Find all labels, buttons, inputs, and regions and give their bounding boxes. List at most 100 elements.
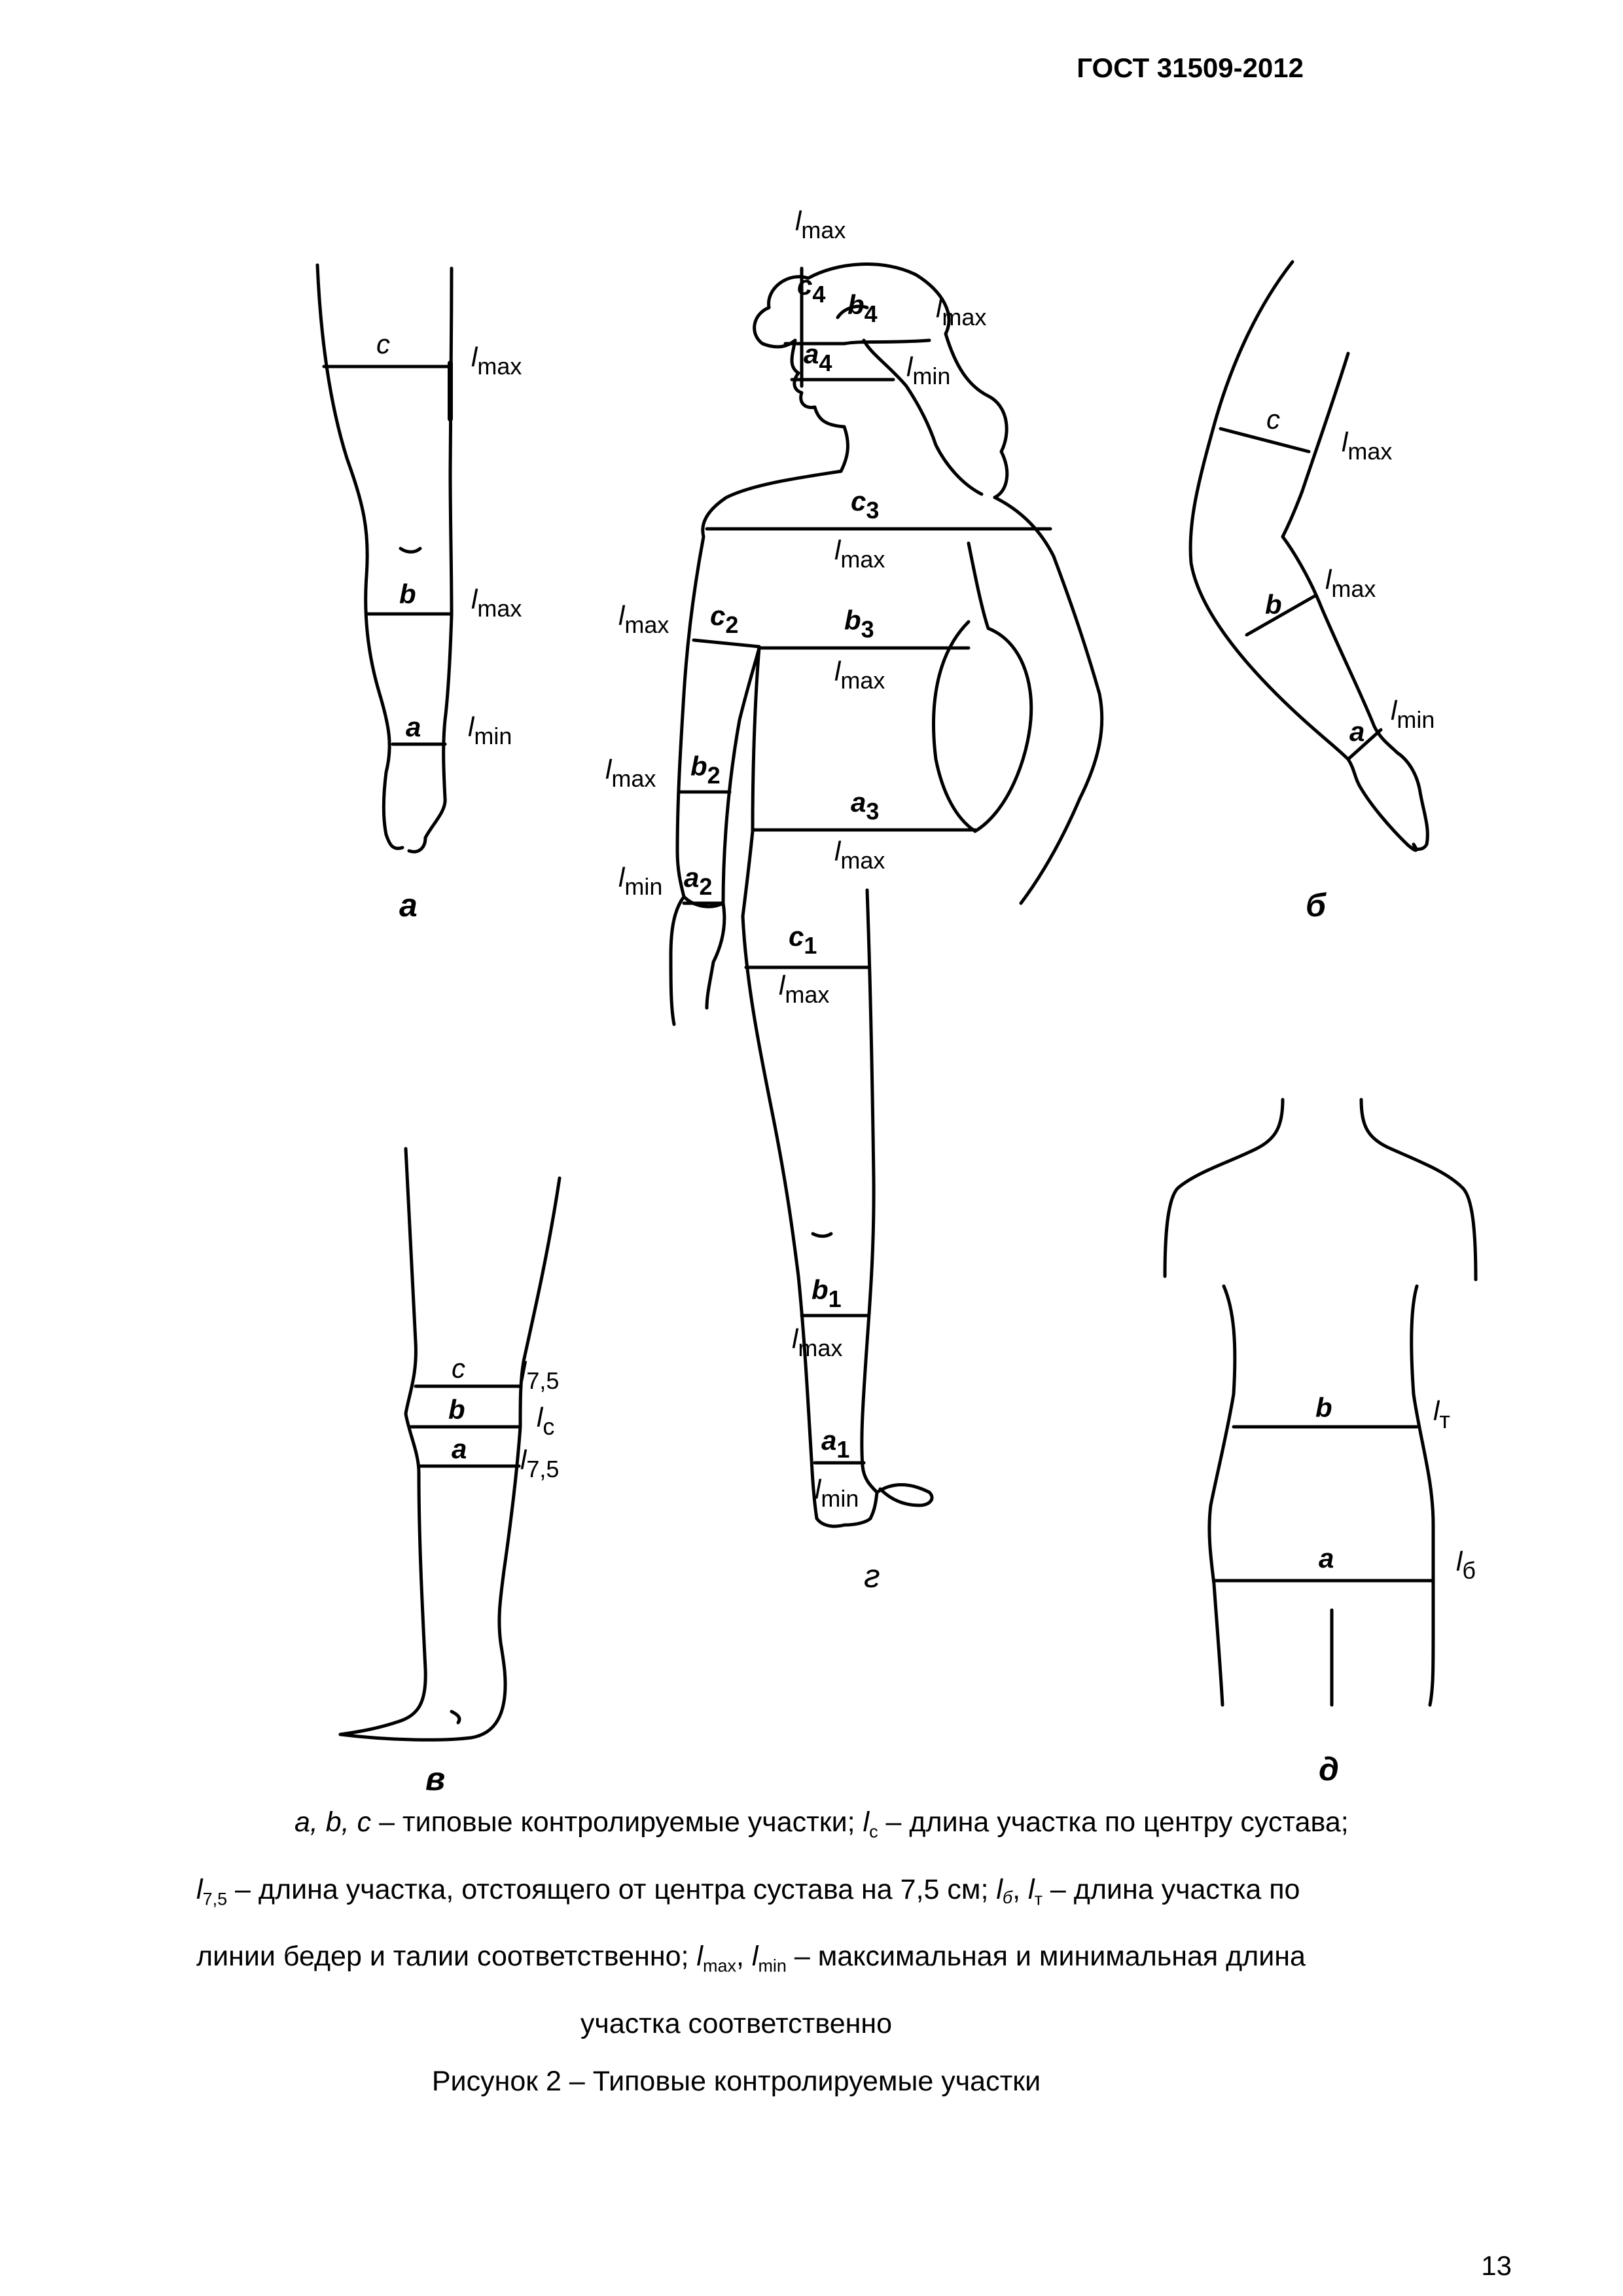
body-g-c2: c2 <box>710 600 738 638</box>
arm-b-hand <box>1359 751 1429 852</box>
panel-label-g: г <box>864 1558 880 1594</box>
body-g-lmax-b2: lmax <box>605 754 656 792</box>
knee-v-l75-bottom: l7,5 <box>520 1444 559 1482</box>
body-g-c1: c1 <box>789 921 817 959</box>
torso-d-label-a: a <box>1319 1543 1334 1573</box>
torso-d-lt: lт <box>1433 1395 1450 1433</box>
body-g-left-foot <box>815 1516 872 1528</box>
leg-a-lmin: lmin <box>468 711 512 749</box>
arm-b-outline-outer <box>1188 260 1363 791</box>
torso-d-left-side <box>1207 1284 1237 1707</box>
body-g-line-c2 <box>692 638 761 649</box>
panel-label-d: д <box>1319 1751 1339 1787</box>
panel-label-b: б <box>1306 887 1327 924</box>
caption-text: , <box>736 1941 752 1973</box>
body-g-buttock-curve <box>932 620 977 833</box>
caption-text: – длина участка по центру сустава; <box>878 1806 1349 1838</box>
body-g-b1: b1 <box>812 1274 842 1312</box>
caption-text: , <box>1012 1873 1029 1905</box>
body-g-right-shoulder-arm <box>993 495 1104 905</box>
leg-a-label-c: c <box>376 329 390 359</box>
torso-d-shoulders-left <box>1163 1098 1285 1278</box>
body-g-lmax-c1: lmax <box>779 970 829 1008</box>
leg-a-label-b: b <box>399 579 416 609</box>
caption-text: – длина участка по <box>1042 1873 1300 1905</box>
body-g-hair-inner <box>862 338 984 496</box>
body-g-line-b4 <box>842 338 931 346</box>
knee-v-outline-left <box>338 1147 427 1736</box>
caption-sub: т <box>1034 1889 1043 1909</box>
body-g-face-curve <box>836 304 869 319</box>
arm-b-label-b: b <box>1265 589 1282 620</box>
body-g-left-leg-outer <box>741 914 819 1520</box>
caption-line-4: участка соответственно <box>580 2007 893 2039</box>
caption-sub: max <box>702 1956 736 1976</box>
knee-v-l75-top: l7,5 <box>520 1356 559 1394</box>
knee-v-label-b: b <box>448 1394 465 1425</box>
caption-sub: 7,5 <box>202 1889 228 1909</box>
body-g-head <box>753 275 849 473</box>
body-g-lmin-a4: lmin <box>906 351 950 389</box>
torso-d-label-b: b <box>1315 1392 1332 1423</box>
body-g-lmax-c3: lmax <box>834 535 885 573</box>
knee-v-outline-right <box>338 1176 562 1742</box>
arm-b-label-a: a <box>1349 716 1364 747</box>
caption-symbol-l: l <box>996 1873 1003 1905</box>
caption-symbol-l: l <box>863 1806 870 1838</box>
panel-d-torso <box>1163 1098 1478 1707</box>
caption-line-3: линии бедер и талии соответственно; lmax… <box>196 1928 1440 1995</box>
body-g-b4: b4 <box>847 289 878 327</box>
leg-a-outline-right <box>423 266 454 840</box>
body-g-torso-left <box>741 646 761 918</box>
caption-sub: c <box>869 1821 878 1842</box>
leg-a-lmax1: lmax <box>471 342 522 380</box>
figure-caption: a, b, c – типовые контролируемые участки… <box>196 1793 1440 2110</box>
figure-2-drawing: c lmax b lmax a lmin а c lmax b lmax a l… <box>315 206 1478 1793</box>
arm-b-line-a <box>1346 728 1383 761</box>
body-g-lmax-b1: lmax <box>792 1323 842 1361</box>
panel-label-a: а <box>399 887 418 924</box>
body-g-left-leg-inner <box>860 888 879 1520</box>
arm-b-line-c <box>1219 427 1311 454</box>
knee-v-lc: lc <box>537 1402 554 1440</box>
caption-text: – типовые контролируемые участки; <box>371 1806 863 1838</box>
panel-v-knee <box>338 1147 562 1742</box>
leg-a-knee-mark <box>399 547 422 554</box>
leg-a-foot <box>384 833 427 853</box>
panel-a-leg <box>315 263 454 853</box>
body-g-right-arm-inner <box>967 541 1033 833</box>
body-g-lmin-a2: lmin <box>618 862 662 900</box>
torso-d-shoulders-right <box>1359 1098 1478 1282</box>
arm-b-lmin: lmin <box>1391 695 1435 733</box>
document-code: ГОСТ 31509-2012 <box>1077 52 1304 83</box>
body-g-lmin-a1: lmin <box>815 1474 859 1512</box>
body-g-a4: a4 <box>804 338 832 376</box>
body-g-right-leg <box>875 1482 934 1507</box>
body-g-c3: c3 <box>851 486 879 524</box>
caption-text: – длина участка, отстоящего от центра су… <box>227 1873 997 1905</box>
body-g-left-arm-inner <box>721 646 761 905</box>
caption-symbol-l: l <box>1028 1873 1035 1905</box>
body-g-left-shoulder-arm <box>669 469 843 1026</box>
caption-symbol-l: l <box>196 1873 203 1905</box>
arm-b-outline-inner <box>1281 351 1399 755</box>
torso-d-right-side <box>1410 1284 1435 1707</box>
leg-a-label-a: a <box>406 711 421 742</box>
body-g-hair <box>806 262 1009 499</box>
body-g-left-hand <box>682 895 726 1010</box>
figure-title: Рисунок 2 – Типовые контролируемые участ… <box>431 2065 1041 2097</box>
panel-label-v: в <box>425 1761 445 1793</box>
arm-b-lmax2: lmax <box>1325 564 1376 602</box>
body-g-lmax-b4: lmax <box>936 293 986 331</box>
knee-v-toe-mark <box>450 1710 461 1725</box>
body-g-knee-mark <box>811 1232 833 1238</box>
body-g-lmax-a3: lmax <box>834 836 885 874</box>
torso-d-lb: lб <box>1456 1546 1476 1584</box>
caption-sub: min <box>758 1956 787 1976</box>
body-g-c4: c4 <box>797 270 825 308</box>
body-g-lmax-c2: lmax <box>618 600 669 638</box>
leg-a-outline-left <box>315 263 391 836</box>
caption-sub: б <box>1002 1887 1013 1907</box>
panel-g-body <box>669 262 1104 1528</box>
body-g-lmax-head: lmax <box>795 206 846 243</box>
